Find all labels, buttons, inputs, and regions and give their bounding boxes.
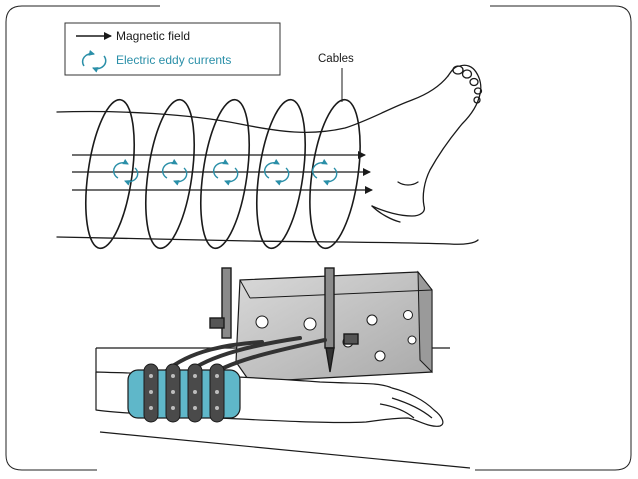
eddy-current-icon [161,158,188,186]
circular-arrows-icon [81,49,107,73]
magnetic-field-lines [72,151,373,194]
legend-box [64,22,281,76]
cuff-coil-highlights [149,374,219,410]
eddy-current-icon [212,158,239,186]
treatment-device [209,267,433,383]
legend: Magnetic field Electric eddy currents [64,22,281,76]
eddy-current-icon [311,158,338,186]
arm-device-diagram [95,267,471,469]
leg-outline [56,64,483,245]
coil-windings [85,98,361,250]
eddy-current-icon [112,158,139,186]
legend-magnetic-field: Magnetic field [116,29,190,43]
leg-diagram: Magnetic field Electric eddy currents [56,22,483,250]
eddy-current-icon [263,158,290,186]
eddy-current-markers [112,158,338,186]
legend-eddy-currents: Electric eddy currents [116,53,231,67]
coil-cuff [127,363,241,423]
cables-label: Cables [318,53,354,65]
device-stands [209,267,359,373]
slide-frame [5,5,632,471]
